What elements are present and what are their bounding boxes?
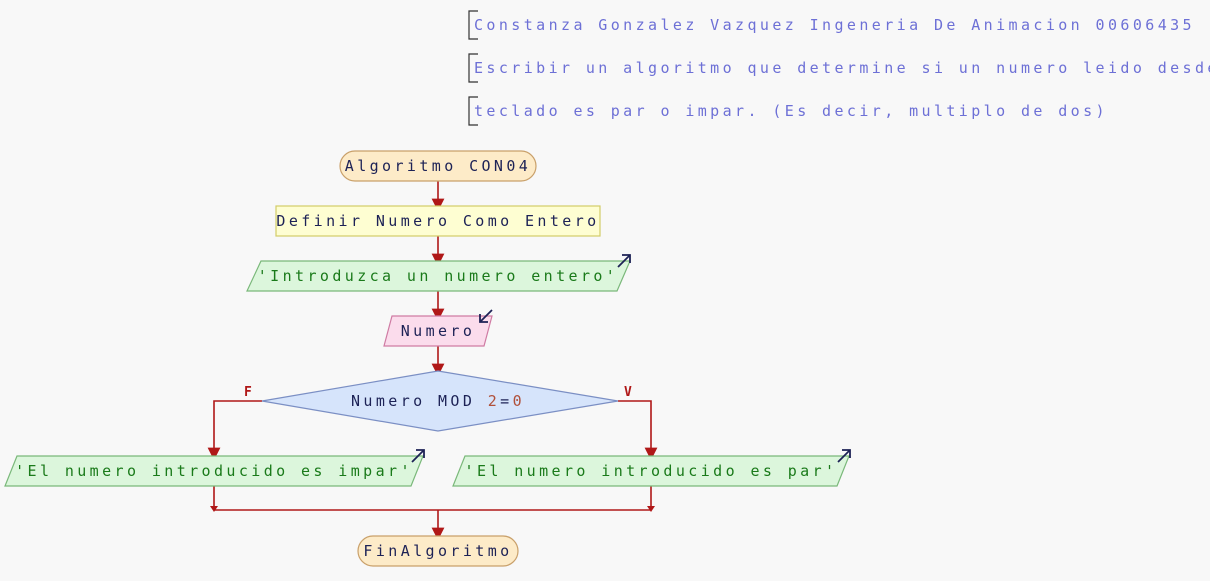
comment-block-3: teclado es par o impar. (Es decir, multi… — [468, 96, 1108, 126]
output-arrow-icon — [411, 449, 425, 463]
output-shape — [246, 260, 631, 292]
comment-block-2: Escribir un algoritmo que determine si u… — [468, 53, 1210, 83]
comment-bracket — [468, 10, 478, 40]
comment-block-1: Constanza Gonzalez Vazquez Ingeneria De … — [468, 10, 1195, 40]
comment-text: teclado es par o impar. (Es decir, multi… — [474, 102, 1108, 120]
comment-text: Constanza Gonzalez Vazquez Ingeneria De … — [474, 16, 1195, 34]
connector-false-branch — [207, 400, 262, 461]
end-label: FinAlgoritmo — [363, 542, 512, 560]
connector-true-branch — [618, 400, 658, 461]
read-input-label: Numero — [401, 322, 476, 340]
terminal-shape — [339, 150, 537, 182]
input-shape — [383, 315, 493, 347]
comment-text: Escribir un algoritmo que determine si u… — [474, 59, 1210, 77]
condition-left: Numero MOD — [351, 392, 488, 410]
false-output-block: 'El numero introducido es impar' — [4, 449, 425, 487]
condition-operator: = — [500, 392, 512, 410]
define-shape — [275, 205, 601, 237]
terminal-shape — [357, 535, 519, 567]
true-branch-label: V — [624, 385, 632, 400]
start-label: Algoritmo CON04 — [345, 157, 531, 175]
true-output-block: 'El numero introducido es par' — [452, 449, 851, 487]
read-input-block: Numero — [383, 309, 493, 347]
decision-shape — [261, 370, 619, 432]
prompt-output-block: 'Introduzca un numero entero' — [246, 254, 631, 292]
prompt-output-label: 'Introduzca un numero entero' — [258, 267, 619, 285]
output-shape — [4, 455, 424, 487]
merge-tip-right — [647, 506, 655, 512]
condition-operand: 2 — [488, 392, 500, 410]
start-terminal: Algoritmo CON04 — [339, 150, 537, 182]
input-arrow-icon — [479, 309, 493, 323]
condition-right: 0 — [513, 392, 525, 410]
end-terminal: FinAlgoritmo — [357, 535, 519, 567]
comment-bracket — [468, 96, 478, 126]
define-label: Definir Numero Como Entero — [276, 212, 599, 230]
output-arrow-icon — [837, 449, 851, 463]
output-arrow-icon — [617, 254, 631, 268]
false-branch-label: F — [244, 385, 252, 400]
comment-bracket — [468, 53, 478, 83]
define-block: Definir Numero Como Entero — [275, 205, 601, 237]
true-output-label: 'El numero introducido es par' — [465, 462, 838, 480]
decision-block: Numero MOD 2=0 F V — [244, 370, 632, 432]
connectors — [207, 181, 658, 541]
merge-tip-left — [210, 506, 218, 512]
false-output-label: 'El numero introducido es impar' — [15, 462, 413, 480]
decision-condition: Numero MOD 2=0 — [351, 392, 525, 410]
output-shape — [452, 455, 850, 487]
merge-dots — [210, 506, 655, 512]
